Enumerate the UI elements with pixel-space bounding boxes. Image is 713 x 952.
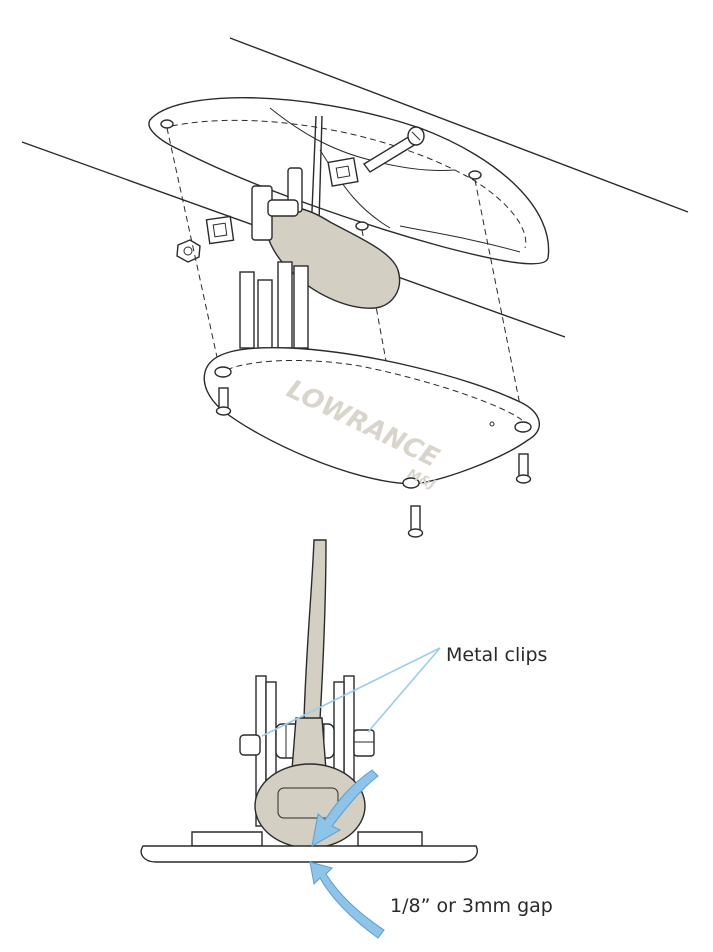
transducer-fins [239, 261, 309, 349]
gap-arrow-icon [309, 861, 385, 939]
leader-line [261, 647, 441, 737]
gap-label: 1/8” or 3mm gap [390, 895, 553, 917]
metal-clips-label: Metal clips [446, 644, 547, 666]
screw-icon [515, 453, 532, 484]
leader-line [367, 647, 441, 733]
bracket-left [239, 675, 277, 827]
bottom-plate: LOWRANCE M&J [203, 346, 540, 493]
exploded-view: LOWRANCE M&J [21, 37, 689, 538]
transducer-body [251, 115, 401, 309]
alignment-line [166, 127, 223, 381]
rotation-arrow-icon [311, 769, 379, 847]
base-plate [140, 831, 478, 863]
detail-view: Metal clips 1/8” or 3mm gap [140, 539, 553, 939]
plate-hole-left [214, 366, 232, 378]
hull-line-upper [229, 37, 689, 213]
pocket-hole-right [468, 170, 482, 180]
screw-icon [215, 387, 232, 416]
mounting-bolt-icon [362, 126, 425, 173]
transducer-head [254, 717, 366, 849]
screw-icon [407, 505, 424, 538]
transducer-cable [303, 539, 327, 721]
nut-icon [176, 239, 201, 263]
pocket-hole-center [355, 221, 369, 231]
metal-clip-icon [327, 157, 359, 187]
plate-hole-right [514, 421, 532, 433]
metal-clip-icon [205, 215, 235, 245]
plate-hole-center [402, 477, 420, 489]
pocket-hole-left [160, 119, 174, 129]
